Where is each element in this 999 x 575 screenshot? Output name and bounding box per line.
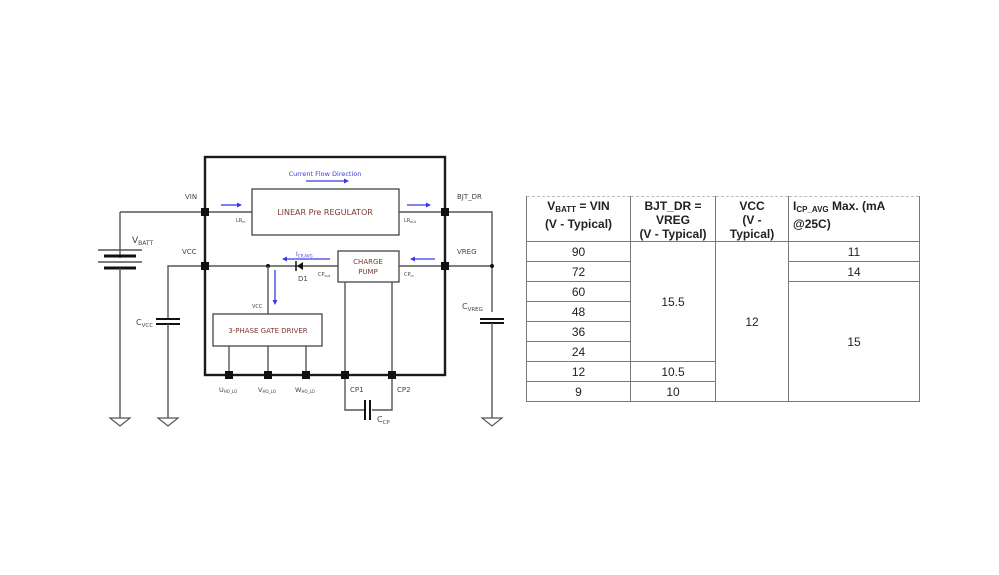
vbatt-cell: 72 — [526, 261, 631, 282]
pin-cp2-node — [388, 371, 396, 379]
pin-bjt-dr-node — [441, 208, 449, 216]
icp-avg-cell: 11 — [788, 241, 920, 262]
header-vbatt: VBATT = VIN (V - Typical) — [526, 196, 631, 242]
diode-icon — [295, 261, 303, 271]
pin-vcc-node — [201, 262, 209, 270]
cp1-wire — [344, 375, 364, 411]
header-bjt-dr: BJT_DR = VREG (V - Typical) — [630, 196, 716, 242]
pin-vin-node — [201, 208, 209, 216]
lr-out-label: LRout — [404, 218, 417, 224]
pin-vreg-node — [441, 262, 449, 270]
junction-dot — [490, 264, 494, 268]
pin-vreg-label: VREG — [457, 248, 477, 256]
arrow-left-icon — [282, 256, 330, 262]
bjt-dr-cell: 10 — [630, 381, 716, 402]
bjt-dr-cell: 15.5 — [630, 241, 716, 362]
cvreg-label: CVREG — [462, 302, 483, 313]
pin-u-node — [225, 371, 233, 379]
diode-label: D1 — [298, 275, 308, 283]
table-row: 60 15 — [526, 281, 920, 402]
table-row: 9 10 — [526, 381, 920, 402]
cp-in-label: CPin — [404, 272, 414, 278]
linear-pre-regulator-block — [251, 188, 400, 236]
capacitor-icon — [364, 400, 371, 420]
table-row: 48 — [526, 301, 920, 322]
cvcc-label: CVCC — [136, 318, 153, 329]
pin-v-node — [264, 371, 272, 379]
bjt-dr-wire — [445, 211, 493, 312]
ccp-label: CCP — [377, 415, 390, 426]
pin-cp1-node — [341, 371, 349, 379]
capacitor-icon — [156, 318, 180, 325]
vbatt-cell: 36 — [526, 321, 631, 342]
table-row: 12 10.5 — [526, 361, 920, 382]
pin-u-label: UHO_LO — [219, 386, 237, 394]
icp-avg-cell: 15 — [788, 281, 920, 402]
lr-in-label: LRin — [236, 218, 245, 224]
vcc-wire — [167, 265, 205, 318]
icp-avg-label: ICP,AVG — [296, 251, 313, 259]
arrow-right-icon — [407, 202, 431, 208]
header-vcc: VCC (V - Typical) — [715, 196, 789, 242]
arrow-left-icon — [410, 256, 435, 262]
pin-w-node — [302, 371, 310, 379]
linear-pre-regulator-label: LINEAR Pre REGULATOR — [277, 208, 373, 217]
charge-pump-label-line2: PUMP — [358, 268, 378, 276]
cp-out-label: CPout — [318, 272, 331, 278]
cp2-wire — [372, 375, 393, 411]
icp-avg-cell: 14 — [788, 261, 920, 282]
gate-driver-label: 3-PHASE GATE DRIVER — [228, 327, 307, 335]
vcc-cell: 12 — [715, 241, 789, 402]
vbatt-cell: 12 — [526, 361, 631, 382]
spec-table: VBATT = VIN (V - Typical) BJT_DR = VREG … — [526, 196, 920, 402]
arrow-right-icon — [221, 202, 242, 208]
pin-vcc-label: VCC — [182, 248, 197, 256]
block-diagram: VBATT CVCC D1 LINEAR Pre REGULATOR LRin … — [98, 155, 504, 427]
current-flow-label: Current Flow Direction — [289, 170, 362, 178]
arrow-right-icon — [306, 178, 349, 184]
pin-w-label: WHO_LO — [295, 386, 315, 394]
vbatt-cell: 60 — [526, 281, 631, 302]
vbatt-cell: 9 — [526, 381, 631, 402]
bjt-dr-cell: 10.5 — [630, 361, 716, 382]
driver-vcc-label: VCC — [252, 304, 263, 310]
pin-cp2-label: CP2 — [397, 386, 411, 394]
vbatt-cell: 48 — [526, 301, 631, 322]
charge-pump-label-line1: CHARGE — [353, 258, 383, 266]
ground-icon — [156, 417, 180, 427]
pin-vin-label: VIN — [185, 193, 197, 201]
pin-bjt-dr-label: BJT_DR — [457, 193, 482, 201]
table-header-row: VBATT = VIN (V - Typical) BJT_DR = VREG … — [526, 196, 920, 242]
arrow-down-icon — [272, 270, 278, 305]
pin-v-label: VHO_LO — [258, 386, 276, 394]
pin-cp1-label: CP1 — [350, 386, 364, 394]
ground-icon — [480, 417, 504, 427]
table-row: 90 15.5 12 11 — [526, 241, 920, 402]
vbatt-cell: 90 — [526, 241, 631, 262]
ground-icon — [108, 417, 132, 427]
battery-label: VBATT — [132, 236, 153, 247]
vbatt-cell: 24 — [526, 341, 631, 362]
capacitor-icon — [480, 318, 504, 324]
charge-pump-block — [337, 250, 400, 283]
header-icp-avg: ICP_AVG Max. (mA @25C) — [788, 196, 920, 242]
